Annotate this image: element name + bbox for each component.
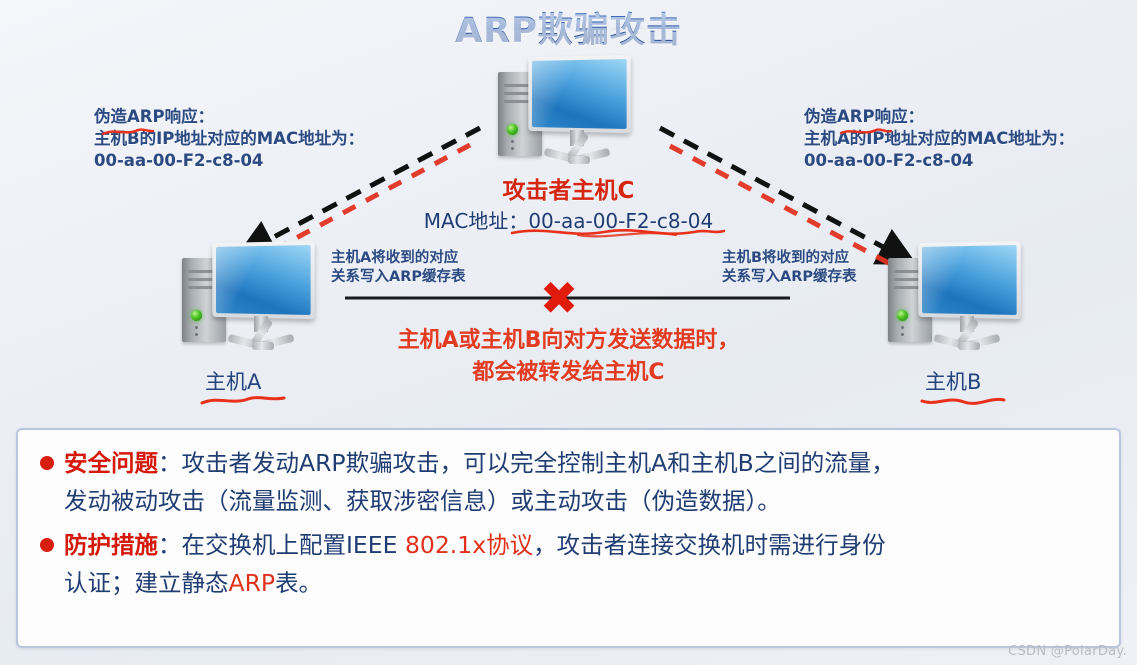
bullet-security-issue: 安全问题：攻击者发动ARP欺骗攻击，可以完全控制主机A和主机B之间的流量， 发动…	[32, 444, 1101, 520]
attacker-title: 攻击者主机C	[502, 178, 635, 204]
title-container: ARP欺骗攻击	[0, 2, 1137, 53]
host-b-label: 主机B	[925, 370, 982, 394]
computer-attacker-c	[492, 52, 642, 172]
host-a-label: 主机A	[205, 370, 262, 394]
bullet-protection-line2-highlight: ARP	[228, 569, 276, 598]
bullet-security-colon: ：	[158, 449, 182, 477]
bullet-security-issue-text: 安全问题：攻击者发动ARP欺骗攻击，可以完全控制主机A和主机B之间的流量， 发动…	[64, 444, 895, 520]
arrow-attacker-to-hostB-black	[658, 125, 918, 266]
bullet-dot-icon	[40, 538, 54, 553]
power-led-icon	[507, 124, 518, 135]
bullet-protection-line1a: 在交换机上配置IEEE	[181, 531, 405, 560]
note-arp-cache-right: 主机B将收到的对应 关系写入ARP缓存表	[722, 250, 857, 286]
arrow-hostB-to-attacker-red	[668, 143, 900, 271]
bullet-protection-measures: 防护措施：在交换机上配置IEEE 802.1x协议，攻击者连接交换机时需进行身份…	[32, 526, 1101, 602]
bullet-security-line2: 发动被动攻击（流量监测、获取涉密信息）或主动攻击（伪造数据）。	[64, 487, 781, 516]
note-arp-cache-left: 主机A将收到的对应 关系写入ARP缓存表	[331, 250, 466, 286]
note-forged-arp-left: 伪造ARP响应： 主机B的IP地址对应的MAC地址为： 00-aa-00-F2-…	[94, 107, 365, 170]
blocked-x-icon: ✖	[539, 271, 579, 325]
note-forged-arp-right: 伪造ARP响应： 主机A的IP地址对应的MAC地址为： 00-aa-00-F2-…	[804, 107, 1075, 170]
power-led-icon	[191, 310, 202, 321]
power-led-icon	[897, 310, 908, 321]
monitor-icon	[528, 54, 631, 134]
page-title: ARP欺骗攻击	[455, 2, 682, 53]
monitor-icon	[212, 240, 315, 320]
arrow-attacker-to-hostA-black	[235, 125, 482, 258]
computer-host-b	[882, 238, 1032, 358]
bullet-protection-colon: ：	[158, 531, 182, 560]
bullet-protection-line2a: 认证；建立静态	[64, 569, 229, 598]
bullet-security-keyword: 安全问题	[64, 449, 158, 477]
bullet-dot-icon	[40, 456, 54, 470]
callout-box: 安全问题：攻击者发动ARP欺骗攻击，可以完全控制主机A和主机B之间的流量， 发动…	[16, 428, 1121, 648]
bullet-protection-text: 防护措施：在交换机上配置IEEE 802.1x协议，攻击者连接交换机时需进行身份…	[64, 526, 886, 602]
center-warning-text: 主机A或主机B向对方发送数据时， 都会被转发给主机C	[397, 328, 740, 385]
bullet-security-line1: 攻击者发动ARP欺骗攻击，可以完全控制主机A和主机B之间的流量，	[181, 449, 895, 477]
bullet-protection-keyword: 防护措施	[64, 531, 158, 560]
attacker-mac-address: MAC地址：00-aa-00-F2-c8-04	[423, 209, 714, 233]
computer-host-a	[176, 238, 326, 358]
bullet-protection-line2b: 表。	[275, 569, 323, 598]
arrow-hostA-to-attacker-red	[268, 142, 472, 255]
bullet-protection-line1-highlight: 802.1x协议	[404, 531, 534, 560]
bullet-protection-line1b: ，攻击者连接交换机时需进行身份	[533, 531, 886, 560]
watermark: CSDN @PolarDay.	[1008, 644, 1127, 659]
monitor-icon	[918, 240, 1021, 320]
